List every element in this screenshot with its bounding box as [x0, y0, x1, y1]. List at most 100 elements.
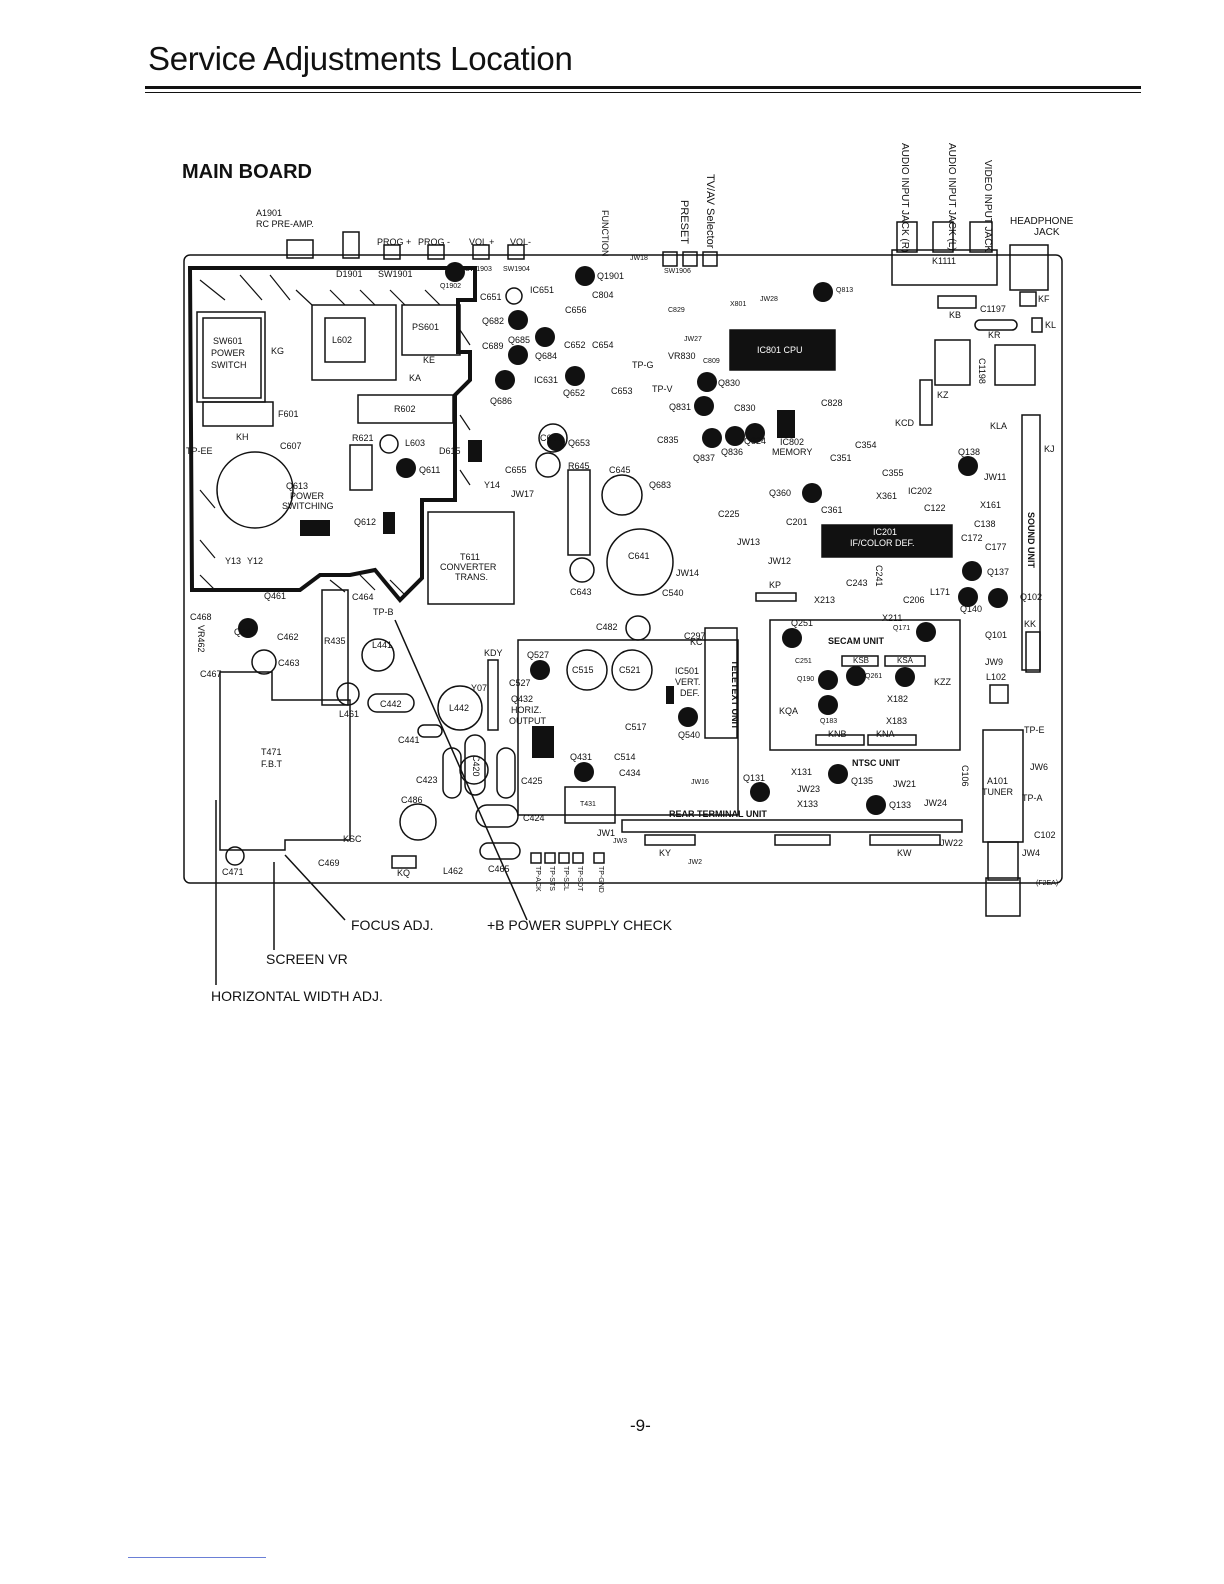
part-c804: C804	[592, 290, 614, 300]
c486-circle	[399, 803, 437, 841]
sw1907-box	[702, 251, 718, 267]
ic801-box	[729, 329, 836, 371]
part-jw14: JW14	[676, 568, 700, 578]
ky-box	[644, 834, 696, 846]
part-x183: X183	[886, 716, 908, 726]
part-c645: C645	[609, 465, 631, 475]
part-q251: Q251	[791, 618, 814, 628]
part-jw12: JW12	[768, 556, 792, 566]
part-c835: C835	[657, 435, 679, 445]
q824-dot	[745, 423, 765, 443]
r621-box	[349, 444, 373, 491]
label-tuner: TUNER	[982, 787, 1013, 797]
callout-focus-adj: FOCUS ADJ.	[351, 917, 434, 933]
part-c441: C441	[398, 735, 420, 745]
label-teletext: TELETEXT UNIT	[730, 660, 740, 730]
part-q140: Q140	[960, 604, 983, 614]
c441-oval	[417, 724, 443, 738]
label-sw601: SW601	[213, 336, 243, 346]
bottom-link-line	[128, 1557, 266, 1558]
part-r435: R435	[324, 636, 346, 646]
tp-box-4	[572, 852, 584, 864]
part-l462: L462	[443, 866, 464, 876]
part-q461: Q461	[264, 591, 287, 601]
q138-dot	[958, 456, 978, 476]
part-jw11: JW11	[984, 472, 1007, 482]
rear-conn	[774, 834, 831, 846]
callout-screen-vr: SCREEN VR	[266, 951, 348, 967]
part-x161: X161	[980, 500, 1002, 510]
sw1905-box	[662, 251, 678, 267]
part-tpv: TP-V	[652, 384, 673, 394]
part-c517: C517	[625, 722, 647, 732]
label-video: VIDEO INPUT JACK	[982, 160, 993, 253]
part-tpsts: TP-STS	[548, 866, 555, 891]
c645-circle	[601, 474, 643, 516]
part-c225: C225	[718, 509, 740, 519]
part-c122: C122	[924, 503, 946, 513]
part-kcd: KCD	[895, 418, 915, 428]
label-prog-plus: PROG +	[377, 237, 412, 247]
part-jw17: JW17	[511, 489, 535, 499]
part-tpgnd: TP-GND	[597, 866, 604, 893]
teletext-box	[704, 627, 738, 739]
label-vol-minus: VOL-	[510, 237, 532, 247]
q684-dot	[508, 345, 528, 365]
part-c177: C177	[985, 542, 1007, 552]
part-d615: D615	[439, 446, 461, 456]
part-tpee: TP-EE	[186, 446, 213, 456]
c641-circle	[606, 528, 674, 596]
q612-block	[383, 512, 395, 534]
label-ic802b: MEMORY	[772, 447, 813, 457]
part-c172: C172	[961, 533, 983, 543]
part-kla: KLA	[990, 421, 1008, 431]
part-jw3: JW3	[613, 838, 627, 845]
q183-dot	[818, 695, 838, 715]
c651-circle	[505, 287, 523, 305]
part-c354: C354	[855, 440, 877, 450]
part-c486: C486	[401, 795, 423, 805]
q682-dot	[508, 310, 528, 330]
power-lead	[394, 619, 528, 921]
tp-box-1	[530, 852, 542, 864]
label-t471a: T471	[261, 747, 282, 757]
part-c651: C651	[480, 292, 502, 302]
part-q686: Q686	[490, 396, 513, 406]
tp-box-5	[593, 852, 605, 864]
part-c809: C809	[703, 358, 720, 365]
page-number: -9-	[630, 1416, 651, 1435]
label-ic501b: VERT.	[675, 677, 701, 687]
part-c355: C355	[882, 468, 904, 478]
part-c643: C643	[570, 587, 592, 597]
k1111-box	[891, 249, 998, 286]
c463-circle	[251, 649, 277, 675]
part-c469: C469	[318, 858, 340, 868]
a1901-box	[342, 231, 360, 259]
focus-lead	[284, 854, 346, 921]
f601-box	[202, 401, 274, 427]
part-jw24: JW24	[924, 798, 948, 808]
t611-box	[427, 511, 515, 605]
r645-box	[567, 469, 591, 556]
l441-circle	[361, 638, 395, 672]
part-c424: C424	[523, 813, 545, 823]
part-f601: F601	[278, 409, 299, 419]
kk-box	[1025, 631, 1041, 673]
part-c463: C463	[278, 658, 300, 668]
part-c201: C201	[786, 517, 808, 527]
q261-dot	[846, 666, 866, 686]
part-tpsdt: TP-SDT	[576, 866, 583, 892]
part-c243: C243	[846, 578, 868, 588]
part-q131: Q131	[743, 773, 766, 783]
label-ic501a: IC501	[675, 666, 700, 676]
part-q1901: Q1901	[597, 271, 625, 281]
part-d1901: D1901	[336, 269, 363, 279]
part-tpscl: TP-SCL	[562, 866, 569, 891]
part-c102: C102	[1034, 830, 1056, 840]
callout-horiz-width: HORIZONTAL WIDTH ADJ.	[211, 988, 383, 1004]
title-rule	[145, 86, 1141, 89]
part-jw1: JW1	[597, 828, 615, 838]
part-sw1903: SW1903	[465, 266, 492, 273]
c425-oval	[496, 747, 516, 799]
part-l442: L442	[449, 703, 470, 713]
